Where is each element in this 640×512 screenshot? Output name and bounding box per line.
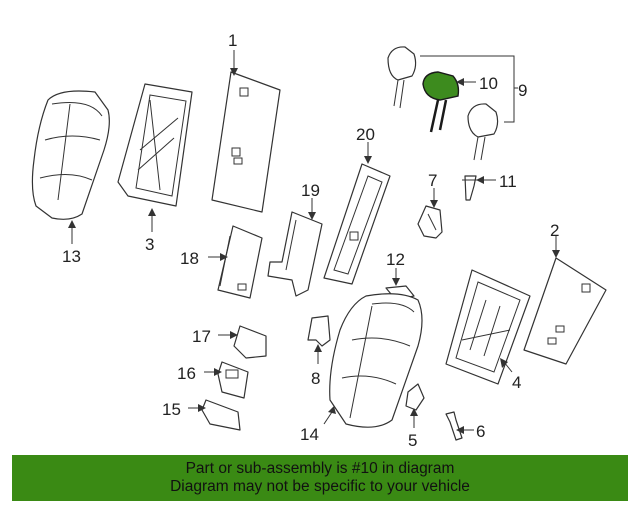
leader-20-arrow: [364, 156, 372, 164]
part-3-seatback-frame[interactable]: [117, 83, 193, 207]
callout-8[interactable]: 8: [311, 369, 320, 388]
part-6-bolt[interactable]: [445, 411, 463, 441]
part-11-guide[interactable]: [462, 175, 478, 201]
part-9-headrest-left[interactable]: [387, 46, 417, 109]
leader-17-arrow: [230, 331, 238, 339]
callout-19[interactable]: 19: [301, 181, 320, 200]
callout-18[interactable]: 18: [180, 249, 199, 268]
leader-18-arrow: [220, 253, 228, 261]
part-5-hook[interactable]: [405, 383, 425, 411]
callout-9[interactable]: 9: [518, 81, 527, 100]
leader-3-arrow: [148, 208, 156, 216]
part-9-headrest-right[interactable]: [467, 103, 499, 161]
info-banner: Part or sub-assembly is #10 in diagram D…: [12, 455, 628, 501]
callout-12[interactable]: 12: [386, 250, 405, 269]
part-17-trim-cover[interactable]: [233, 325, 267, 359]
part-1-seatback-panel[interactable]: [211, 71, 281, 213]
callout-14[interactable]: 14: [300, 425, 319, 444]
part-10-headrest-highlighted[interactable]: [422, 71, 460, 133]
leader-4-arrow: [500, 358, 508, 368]
part-14-seatback-cushion[interactable]: [329, 293, 423, 428]
leader-11-arrow: [476, 176, 484, 184]
leader-12-arrow: [392, 278, 400, 286]
leader-6-arrow: [456, 426, 464, 434]
leader-2-arrow: [552, 250, 560, 258]
part-19-bracket[interactable]: [267, 211, 323, 297]
callout-16[interactable]: 16: [177, 364, 196, 383]
banner-line-1: Part or sub-assembly is #10 in diagram: [185, 460, 455, 477]
part-15-armrest-cover[interactable]: [201, 399, 241, 431]
part-8-hinge[interactable]: [307, 315, 331, 347]
leader-15-arrow: [198, 404, 206, 412]
callout-2[interactable]: 2: [550, 221, 559, 240]
part-7-clip[interactable]: [417, 205, 443, 239]
callout-13[interactable]: 13: [62, 247, 81, 266]
leader-19-arrow: [308, 212, 316, 220]
part-20-side-trim[interactable]: [323, 163, 391, 285]
callout-10[interactable]: 10: [479, 74, 498, 93]
callout-17[interactable]: 17: [192, 327, 211, 346]
callout-6[interactable]: 6: [476, 422, 485, 441]
part-2-rear-panel[interactable]: [523, 257, 607, 365]
parts-diagram: 13 3 1 10 9 11: [31, 31, 607, 450]
callout-4[interactable]: 4: [512, 373, 521, 392]
leader-10-arrow: [456, 78, 464, 86]
leader-13-arrow: [68, 220, 76, 228]
leader-5-arrow: [410, 408, 418, 416]
leader-16-arrow: [214, 368, 222, 376]
banner-line-2: Diagram may not be specific to your vehi…: [170, 478, 470, 495]
leader-7-arrow: [430, 200, 438, 208]
callout-15[interactable]: 15: [162, 400, 181, 419]
callout-20[interactable]: 20: [356, 125, 375, 144]
callout-5[interactable]: 5: [408, 431, 417, 450]
part-13-seatback-cushion[interactable]: [31, 90, 110, 220]
callout-11[interactable]: 11: [499, 172, 517, 191]
part-16-cup-holder[interactable]: [217, 361, 249, 399]
callout-7[interactable]: 7: [428, 171, 437, 190]
leader-1-arrow: [230, 68, 238, 76]
bracket-9: [420, 55, 518, 123]
leader-14: [323, 411, 333, 425]
leader-8-arrow: [314, 344, 322, 352]
leader-14-arrow: [328, 406, 336, 414]
part-18-armrest[interactable]: [217, 225, 263, 299]
callout-1[interactable]: 1: [228, 31, 237, 50]
callout-3[interactable]: 3: [145, 235, 154, 254]
part-4-seatback-frame-right[interactable]: [445, 269, 531, 385]
